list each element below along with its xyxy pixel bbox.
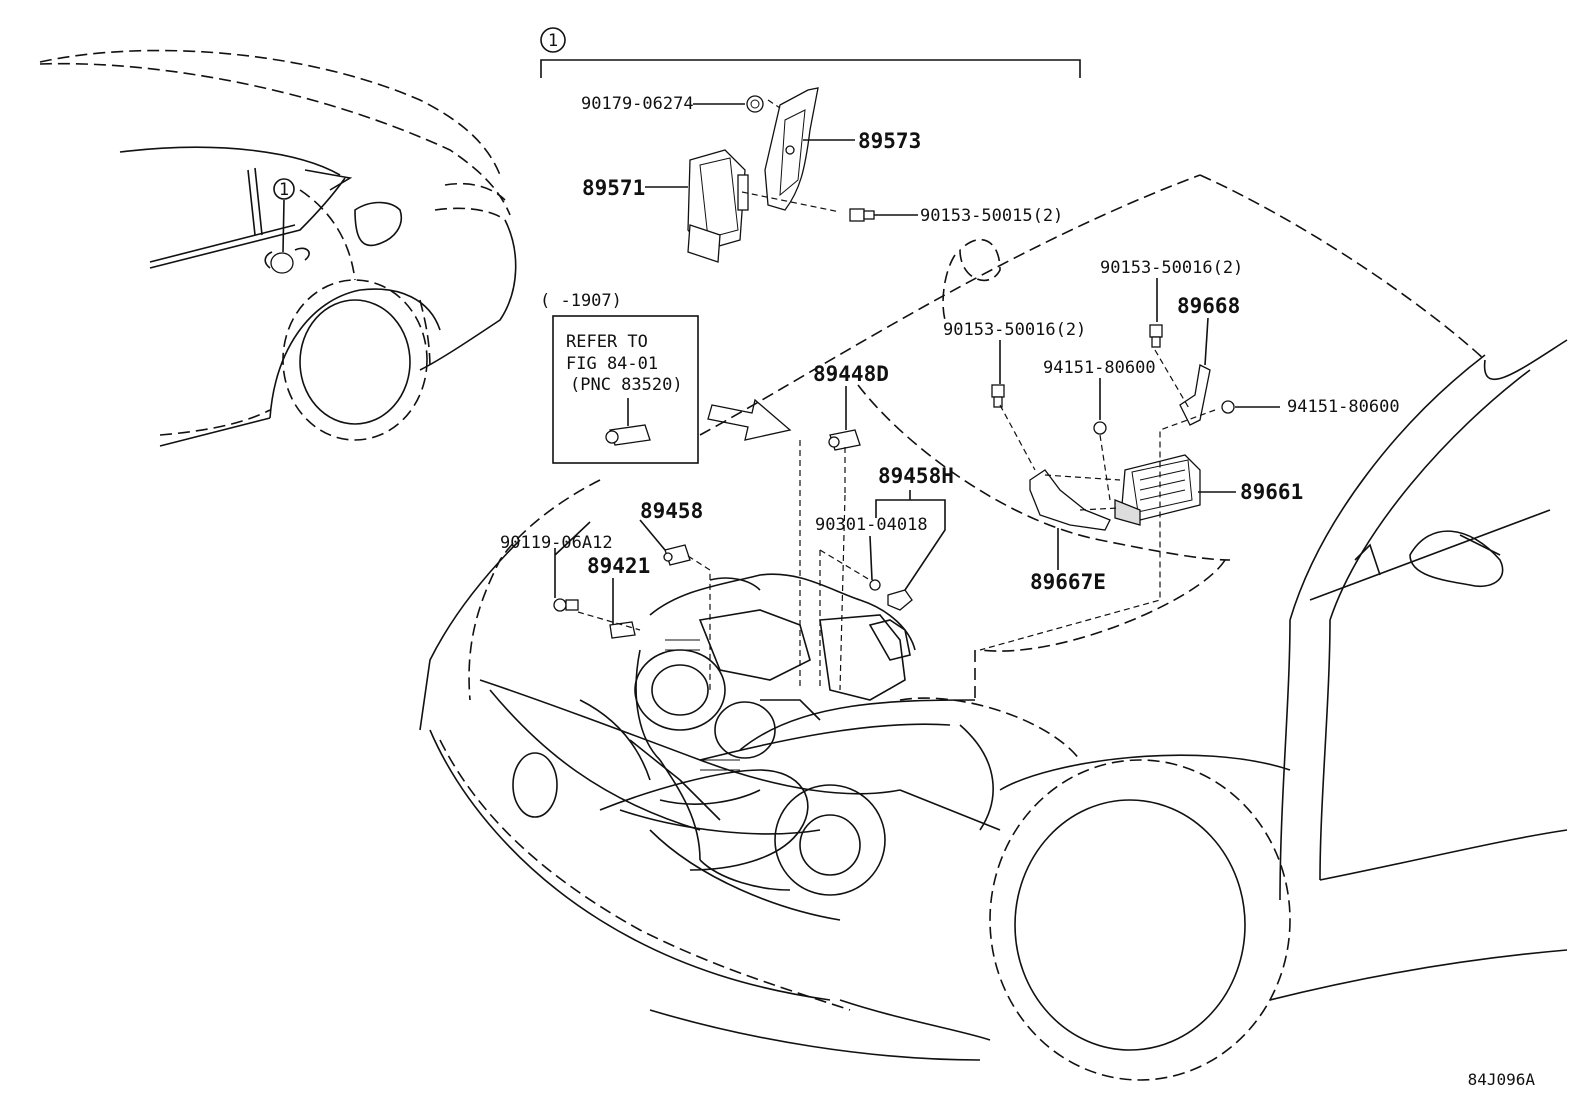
arrow-icon — [707, 398, 792, 441]
nut-94151-80600-right — [1221, 400, 1235, 414]
reference-line-1: REFER TO — [566, 332, 648, 352]
bolt-90119-06A12 — [553, 598, 579, 612]
callout-number-rear: 1 — [279, 180, 289, 200]
bolt-90153-50015 — [849, 208, 875, 222]
bolt-90153-50016-upper — [1149, 324, 1163, 348]
reference-line-2: FIG 84-01 — [566, 354, 658, 374]
label-89573: 89573 — [858, 129, 921, 153]
label-90179-06274: 90179-06274 — [581, 94, 694, 114]
label-89448D: 89448D — [813, 362, 889, 386]
sensor-89458 — [663, 544, 691, 566]
sensor-89421 — [609, 621, 636, 639]
reference-box-frame — [552, 315, 699, 464]
label-90301-04018: 90301-04018 — [815, 515, 928, 535]
label-90153-50016-left: 90153-50016(2) — [943, 320, 1086, 340]
label-90153-50016-upper: 90153-50016(2) — [1100, 258, 1243, 278]
callout-circle-rear — [273, 178, 295, 200]
bracket-89573 — [764, 87, 819, 211]
engine-assembly — [629, 573, 916, 896]
label-89667E: 89667E — [1030, 570, 1106, 594]
ecu-89661 — [1114, 454, 1201, 526]
diagram-code: 84J096A — [1468, 1070, 1536, 1089]
assembly-bracket: 1 — [540, 27, 1081, 78]
front-car-outline — [419, 174, 1568, 1081]
label-94151-80600-center: 94151-80600 — [1043, 358, 1156, 378]
bolt-90153-50016-left — [991, 384, 1005, 408]
label-89661: 89661 — [1240, 480, 1303, 504]
rear-car-outline: 1 — [39, 49, 517, 447]
label-89458: 89458 — [640, 499, 703, 523]
reference-box: ( -1907) REFER TO FIG 84-01 (PNC 83520) — [540, 291, 699, 464]
nut-90179 — [746, 95, 764, 113]
label-89421: 89421 — [587, 554, 650, 578]
label-94151-80600-right: 94151-80600 — [1287, 397, 1400, 417]
label-90153-50015: 90153-50015(2) — [920, 206, 1063, 226]
reference-line-3: (PNC 83520) — [570, 375, 683, 395]
bracket-89667E — [1029, 469, 1111, 531]
sensor-89458H — [869, 579, 913, 611]
callout-number-top: 1 — [548, 31, 558, 51]
sensor-89448D — [828, 429, 861, 451]
reference-period: ( -1907) — [540, 291, 622, 311]
label-90119-06A12: 90119-06A12 — [500, 533, 613, 553]
label-89571: 89571 — [582, 176, 645, 200]
label-89458H: 89458H — [878, 464, 954, 488]
callout-circle-top — [540, 27, 566, 53]
sensor-module-89571 — [687, 149, 749, 263]
bracket-89668 — [1179, 364, 1211, 426]
label-89668: 89668 — [1177, 294, 1240, 318]
nut-94151-80600-center — [1093, 421, 1107, 435]
